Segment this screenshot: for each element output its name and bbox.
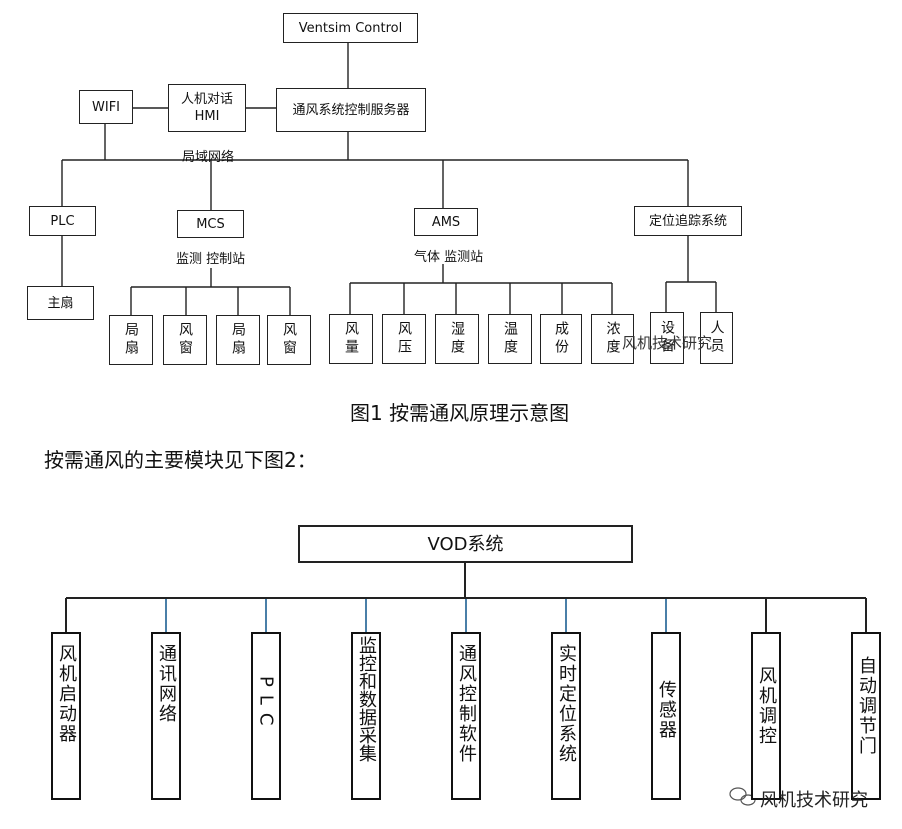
module-real-time-positioning: 实时定位系统: [551, 632, 581, 800]
mcs-child-local-fan-2: 局扇: [216, 315, 260, 365]
mcs-child-label: 局扇: [230, 322, 246, 358]
ams-child-concentration: 浓度: [591, 314, 634, 364]
module-sensor: 传感器: [651, 632, 681, 800]
tracking-label: 定位追踪系统: [648, 213, 727, 229]
mcs-box: MCS: [177, 210, 244, 238]
module-scada: 监控和数据采集: [351, 632, 381, 800]
lan-label: 局域网络: [182, 150, 235, 165]
module-plc: PLC: [251, 632, 281, 800]
main-fan-label: 主扇: [47, 295, 74, 311]
module-label: 监控和数据采集: [356, 636, 377, 762]
mcs-child-label: 风窗: [177, 322, 193, 358]
server-label: 通风系统控制服务器: [292, 102, 410, 118]
plc-box: PLC: [29, 206, 96, 236]
ams-station-label: 气体 监测站: [414, 250, 484, 265]
ams-child-humidity: 湿度: [435, 314, 479, 364]
hmi-label: 人机对话 HMI: [180, 92, 233, 124]
mcs-child-label: 局扇: [123, 322, 139, 358]
module-fan-regulation: 风机调控: [751, 632, 781, 800]
module-communication-network: 通讯网络: [151, 632, 181, 800]
tracking-child-personnel: 人员: [700, 312, 733, 364]
module-label: 自动调节门: [856, 656, 877, 756]
ams-child-label: 成份: [553, 321, 569, 357]
ams-child-air-pressure: 风压: [382, 314, 426, 364]
vod-root-box: VOD系统: [298, 525, 633, 563]
ventsim-control-box: Ventsim Control: [283, 13, 418, 43]
ams-child-label: 浓度: [604, 321, 621, 357]
ams-child-composition: 成份: [540, 314, 582, 364]
tracking-child-label: 设备: [659, 320, 675, 356]
ams-child-label: 湿度: [449, 321, 465, 357]
tracking-child-label: 人员: [708, 320, 725, 356]
wifi-box: WIFI: [79, 90, 133, 124]
module-label: 传感器: [656, 680, 677, 740]
tracking-child-equipment: 设备: [650, 312, 684, 364]
module-label: PLC: [255, 676, 277, 734]
module-label: 通风控制软件: [456, 644, 477, 764]
mcs-station-label: 监测 控制站: [176, 252, 246, 267]
mcs-label: MCS: [196, 216, 225, 232]
tracking-box: 定位追踪系统: [634, 206, 742, 236]
ams-box: AMS: [414, 208, 478, 236]
module-ventilation-control-software: 通风控制软件: [451, 632, 481, 800]
ams-child-label: 风量: [343, 321, 359, 357]
module-auto-regulating-door: 自动调节门: [851, 632, 881, 800]
ams-child-temperature: 温度: [488, 314, 532, 364]
main-fan-box: 主扇: [27, 286, 94, 320]
mcs-child-local-fan-1: 局扇: [109, 315, 153, 365]
ams-label: AMS: [431, 214, 461, 230]
server-box: 通风系统控制服务器: [276, 88, 426, 132]
module-label: 风机调控: [756, 666, 777, 746]
mcs-child-air-window-1: 风窗: [163, 315, 207, 365]
plc-label: PLC: [50, 213, 75, 229]
module-label: 风机启动器: [56, 644, 77, 744]
ams-child-label: 风压: [396, 321, 412, 357]
module-label: 实时定位系统: [556, 644, 577, 764]
watermark-fig1: 风机技术研究: [622, 334, 713, 352]
hmi-box: 人机对话 HMI: [168, 84, 246, 132]
module-fan-starter: 风机启动器: [51, 632, 81, 800]
module-label: 通讯网络: [156, 644, 177, 724]
mcs-child-air-window-2: 风窗: [267, 315, 311, 365]
watermark-fig2: 风机技术研究: [760, 790, 868, 811]
mcs-child-label: 风窗: [281, 322, 297, 358]
ventsim-control-label: Ventsim Control: [298, 20, 403, 36]
ams-child-label: 温度: [502, 321, 518, 357]
intro-text: 按需通风的主要模块见下图2：: [44, 448, 317, 472]
fig1-caption: 图1 按需通风原理示意图: [350, 401, 570, 425]
ams-child-air-volume: 风量: [329, 314, 373, 364]
vod-root-label: VOD系统: [427, 533, 504, 555]
wifi-label: WIFI: [92, 99, 120, 115]
